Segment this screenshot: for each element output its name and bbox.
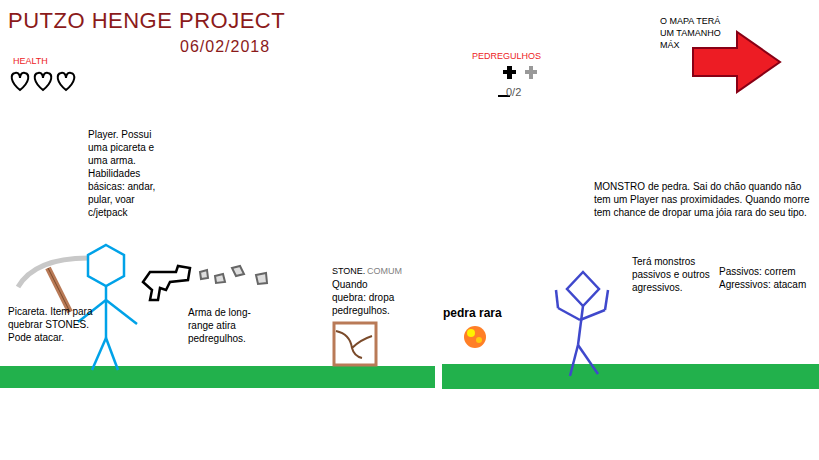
page-title: PUTZO HENGE PROJECT [8,8,285,34]
rare-stone [464,326,486,348]
gun-note: Arma de long-range atira pedregulhos. [188,306,268,345]
health-hearts [12,73,75,90]
pickaxe [18,258,88,312]
stone-block [334,323,376,365]
gun [143,266,190,300]
map-arrow [693,32,780,92]
rare-stone-label: pedra rara [443,305,502,321]
stone-note: Quando quebra: dropa pedregulhos. [332,278,400,317]
pebbles-label: PEDREGULHOS [472,50,541,62]
stone-heading: STONE. [332,265,365,277]
monster-note: MONSTRO de pedra. Sai do chão quando não… [594,180,816,219]
stone-monster [556,272,608,376]
pickaxe-note: Picareta. Item para quebrar STONES. Pode… [8,305,93,344]
pebble-count: 0/2 [506,85,521,99]
monster-types-note: Terá monstros passivos e outros agressiv… [632,255,716,294]
ground-right [442,364,819,389]
date-text: 06/02/2018 [180,36,270,57]
map-note: O MAPA TERÁ UM TAMANHO MÁX [660,15,732,51]
player-note: Player. Possui uma picareta e uma arma. … [88,128,172,219]
ground-left [0,366,435,388]
stone-rarity: COMUM [367,265,402,277]
monster-behaviour-note: Passivos: correm Agressivos: atacam [719,265,815,291]
health-label: HEALTH [13,55,48,67]
pebbles [200,266,267,284]
